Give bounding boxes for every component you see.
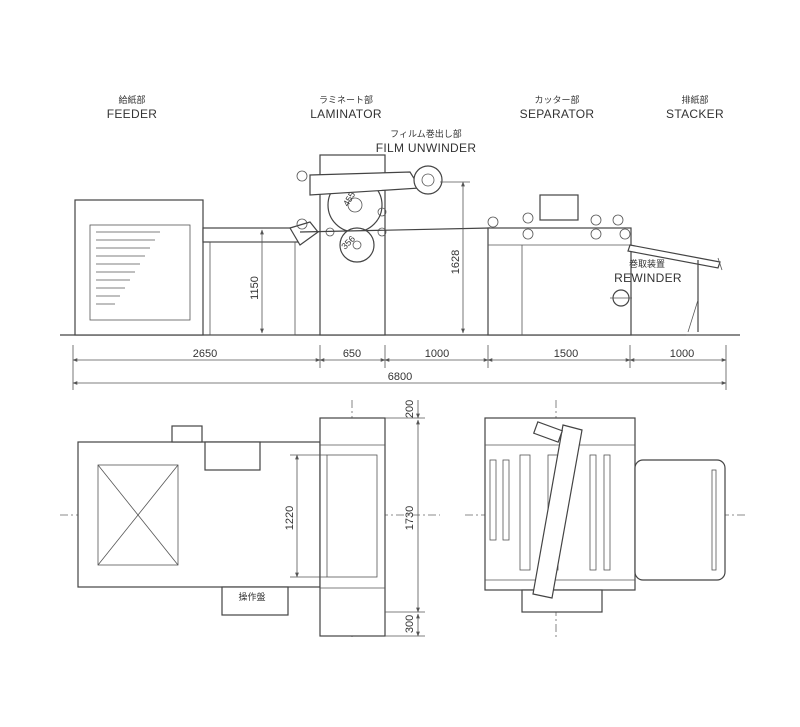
- top-view-left: 操作盤 1220 200 1730 300: [60, 400, 440, 640]
- dim-1000-stacker: 1000: [670, 348, 694, 360]
- svg-text:巻取装置: 巻取装置: [629, 258, 665, 269]
- dim-1220: 1220: [284, 454, 327, 578]
- dim-6800: 6800: [388, 371, 412, 383]
- svg-text:FEEDER: FEEDER: [107, 107, 158, 121]
- dim-650: 650: [343, 348, 361, 360]
- dim-300: 300: [385, 613, 425, 637]
- separator-unit: [487, 194, 632, 336]
- label-separator: カッター部 SEPARATOR: [520, 94, 595, 121]
- svg-text:操作盤: 操作盤: [238, 591, 265, 602]
- top-view-right: [465, 400, 745, 640]
- label-laminator: ラミネート部 LAMINATOR: [310, 94, 382, 121]
- svg-text:1220: 1220: [284, 506, 296, 530]
- dim-2650: 2650: [193, 348, 217, 360]
- label-rewinder: 巻取装置 REWINDER: [614, 258, 682, 285]
- dim-1500: 1500: [554, 348, 578, 360]
- svg-text:LAMINATOR: LAMINATOR: [310, 107, 382, 121]
- label-film-unwinder: フィルム巻出し部 FILM UNWINDER: [376, 128, 477, 155]
- svg-text:排紙部: 排紙部: [681, 94, 708, 105]
- svg-text:REWINDER: REWINDER: [614, 271, 682, 285]
- svg-text:1628: 1628: [450, 250, 462, 274]
- svg-text:ラミネート部: ラミネート部: [319, 94, 373, 105]
- dim-1628: 1628: [440, 181, 470, 334]
- control-panel: 操作盤: [221, 586, 289, 616]
- feeder-unit: [74, 199, 319, 336]
- svg-text:FILM UNWINDER: FILM UNWINDER: [376, 141, 477, 155]
- stacker-unit: [627, 244, 723, 336]
- dim-1730: 1730: [385, 419, 425, 613]
- svg-text:1150: 1150: [249, 276, 261, 300]
- svg-text:1730: 1730: [404, 506, 416, 530]
- svg-text:STACKER: STACKER: [666, 107, 724, 121]
- label-stacker: 排紙部 STACKER: [666, 94, 724, 121]
- svg-text:SEPARATOR: SEPARATOR: [520, 107, 595, 121]
- dim-200: 200: [385, 400, 425, 419]
- svg-text:給紙部: 給紙部: [118, 94, 145, 105]
- svg-text:カッター部: カッター部: [534, 94, 579, 105]
- length-dimensions: 2650 650 1000 1500 1000 6800: [72, 345, 727, 390]
- svg-text:300: 300: [404, 615, 416, 633]
- svg-text:フィルム巻出し部: フィルム巻出し部: [390, 128, 462, 139]
- side-view: 1150 455 356 1628: [60, 154, 740, 390]
- laminator-unit: 455 356: [296, 154, 491, 336]
- dim-1000-gap: 1000: [425, 348, 449, 360]
- label-feeder: 給紙部 FEEDER: [107, 94, 158, 121]
- dim-1150: 1150: [249, 229, 264, 334]
- svg-text:200: 200: [404, 400, 416, 418]
